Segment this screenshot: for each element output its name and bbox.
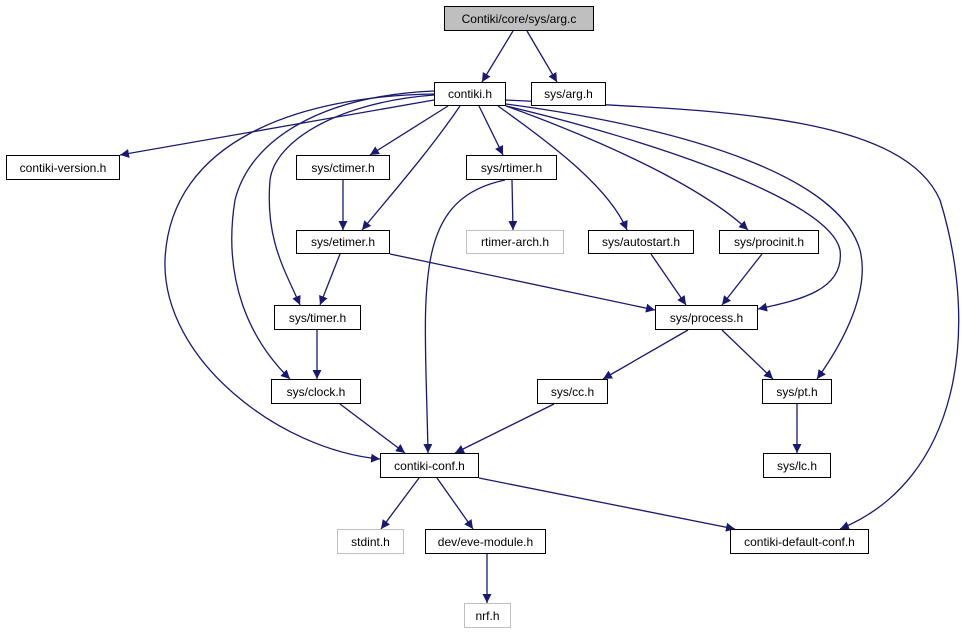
node-label: sys/clock.h: [286, 384, 346, 399]
node-label: stdint.h: [351, 534, 390, 549]
edge-contiki_h-to-process_h: [505, 105, 841, 312]
edge-contiki_h-to-autostart_h: [497, 105, 628, 231]
node-clock-h[interactable]: sys/clock.h: [271, 379, 361, 404]
node-label: sys/procinit.h: [733, 235, 805, 249]
edge-contiki_h-to-contiki_version_h: [119, 99, 435, 158]
edge-process_h-to-cc_h: [602, 329, 689, 380]
edge-contiki_h-to-rtimer_h: [478, 105, 504, 156]
node-label: sys/pt.h: [776, 384, 818, 399]
node-label: rtimer-arch.h: [480, 235, 549, 249]
edge-process_h-to-pt_h: [721, 329, 774, 380]
edge-contiki_h-to-timer_h: [268, 94, 435, 306]
edge-cc_h-to-contiki_conf_h: [454, 403, 555, 454]
node-lc-h[interactable]: sys/lc.h: [763, 453, 831, 478]
edge-contiki_h-to-ctimer_h: [369, 105, 449, 156]
node-etimer-h[interactable]: sys/etimer.h: [296, 230, 390, 254]
node-ctimer-h[interactable]: sys/ctimer.h: [296, 155, 390, 180]
edge-clock_h-to-contiki_conf_h: [339, 403, 406, 454]
node-stdint-h: stdint.h: [337, 529, 404, 554]
edge-etimer_h-to-timer_h: [319, 253, 341, 306]
edge-contiki_conf_h-to-stdint_h: [380, 477, 420, 530]
node-label: Contiki/core/sys/arg.c: [461, 11, 577, 26]
node-arg-c: Contiki/core/sys/arg.c: [444, 6, 594, 31]
node-nrf-h: nrf.h: [464, 603, 511, 628]
edge-contiki_h-to-contiki_conf_h: [164, 93, 435, 463]
node-rtimer-h[interactable]: sys/rtimer.h: [466, 155, 557, 180]
node-cc-h[interactable]: sys/cc.h: [537, 379, 608, 404]
node-label: contiki-default-conf.h: [744, 534, 855, 549]
edge-contiki_h-to-clock_h: [231, 90, 435, 380]
node-label: sys/cc.h: [550, 384, 595, 399]
node-contiki-h[interactable]: contiki.h: [434, 82, 506, 106]
edge-rtimer_h-to-rtimer_arch_h: [508, 179, 518, 231]
node-label: sys/lc.h: [776, 458, 817, 473]
node-label: sys/ctimer.h: [311, 160, 375, 175]
edge-arg_c-to-sys_arg_h: [526, 30, 558, 83]
node-default-conf-h[interactable]: contiki-default-conf.h: [730, 529, 869, 554]
node-autostart-h[interactable]: sys/autostart.h: [588, 230, 694, 254]
node-pt-h[interactable]: sys/pt.h: [762, 379, 832, 404]
node-label: contiki-conf.h: [394, 458, 465, 473]
edge-autostart_h-to-process_h: [650, 253, 687, 306]
node-label: sys/autostart.h: [601, 235, 681, 249]
edge-procinit_h-to-process_h: [721, 253, 763, 306]
edge-contiki_h-to-default_conf_h: [505, 99, 960, 530]
edge-contiki_h-to-pt_h: [505, 103, 863, 380]
node-label: contiki-version.h: [19, 160, 107, 175]
node-label: dev/eve-module.h: [437, 534, 534, 549]
edge-contiki_conf_h-to-default_conf_h: [478, 477, 736, 532]
node-process-h[interactable]: sys/process.h: [655, 305, 758, 330]
edge-contiki_h-to-etimer_h: [361, 105, 461, 231]
edge-arg_c-to-contiki_h: [481, 30, 514, 83]
node-contiki-conf-h[interactable]: contiki-conf.h: [380, 453, 479, 478]
node-label: contiki.h: [447, 87, 493, 101]
node-label: sys/etimer.h: [310, 235, 376, 249]
node-sys-arg-h[interactable]: sys/arg.h: [531, 82, 606, 106]
node-label: sys/timer.h: [288, 310, 347, 325]
edge-etimer_h-to-process_h: [389, 253, 656, 313]
node-label: sys/process.h: [669, 310, 744, 325]
node-rtimer-arch-h: rtimer-arch.h: [466, 230, 564, 254]
node-label: sys/rtimer.h: [480, 160, 543, 175]
node-label: sys/arg.h: [544, 87, 593, 101]
edge-contiki_conf_h-to-eve_module_h: [436, 477, 474, 530]
node-procinit-h[interactable]: sys/procinit.h: [719, 230, 819, 254]
node-timer-h[interactable]: sys/timer.h: [274, 305, 361, 330]
edge-contiki_h-to-procinit_h: [505, 105, 749, 231]
node-eve-module-h[interactable]: dev/eve-module.h: [425, 529, 546, 554]
edge-rtimer_h-to-contiki_conf_h: [423, 179, 506, 454]
node-label: nrf.h: [475, 608, 500, 623]
node-contiki-version-h[interactable]: contiki-version.h: [6, 155, 120, 180]
